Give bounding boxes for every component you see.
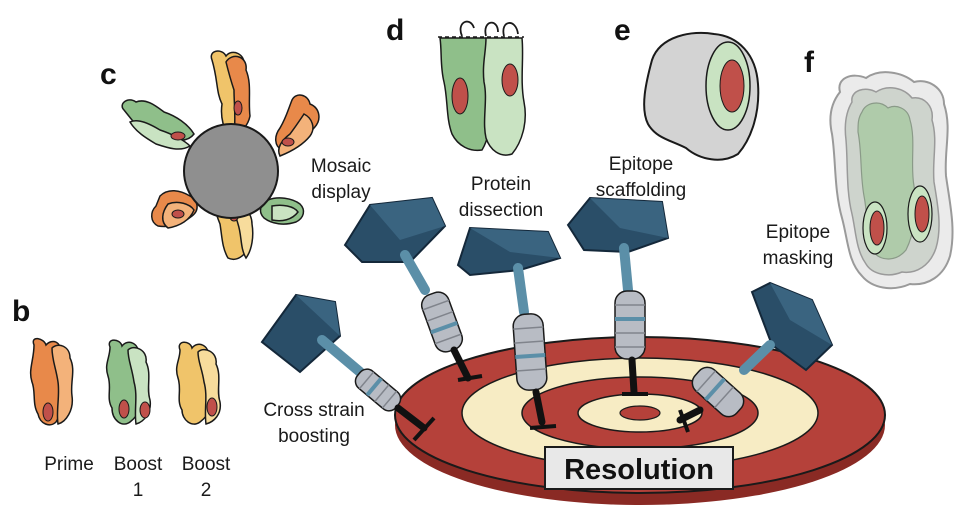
dart-flight-facet xyxy=(590,198,668,238)
dart-barrel xyxy=(691,366,745,418)
label-epitope-masking-1: Epitope xyxy=(766,222,830,243)
dart-tip xyxy=(394,404,428,432)
dart-flight-facet xyxy=(296,295,340,336)
label-dissection: dissection xyxy=(459,200,544,221)
dart-protein-dissection xyxy=(456,226,562,430)
dart-barrel xyxy=(512,313,548,391)
dart-epitope-masking xyxy=(676,281,834,433)
antigen-spike-top xyxy=(210,50,251,139)
label-cross-strain: Cross strain xyxy=(263,400,364,421)
dart-tip xyxy=(532,388,546,426)
panel-e: e Epitope scaffolding xyxy=(596,14,760,201)
dart-barrel xyxy=(420,291,464,353)
label-prime: Prime xyxy=(44,454,94,475)
panel-d: d Protein dissection xyxy=(386,14,543,221)
label-epitope-scaffolding-1: Epitope xyxy=(609,154,673,175)
dart-tip xyxy=(450,346,472,382)
label-boost-1-number: 1 xyxy=(133,480,144,501)
antigen-spike-lower-right xyxy=(259,197,305,225)
label-scaffolding: scaffolding xyxy=(596,180,687,201)
dart-tip-bar xyxy=(529,424,557,430)
panel-letter-f: f xyxy=(804,46,815,79)
epitope-d-right xyxy=(501,63,519,97)
panel-f: f Epitope masking xyxy=(763,46,954,290)
panel-b: b Prime Boost 1 Boost 2 xyxy=(12,295,231,501)
label-display: display xyxy=(311,182,371,203)
label-boost-1: Boost xyxy=(114,454,163,475)
panel-letter-c: c xyxy=(100,58,117,91)
epitope-d-left xyxy=(451,77,469,115)
epitope-e xyxy=(719,59,745,113)
label-masking: masking xyxy=(763,248,834,269)
dart-mosaic xyxy=(343,196,483,382)
label-protein: Protein xyxy=(471,174,531,195)
dartboard-bullseye xyxy=(619,405,661,421)
dart-tip-bar xyxy=(412,416,436,442)
antigen-boost-1 xyxy=(105,339,152,425)
dart-tip-bar xyxy=(678,409,690,433)
dart-flight-facet xyxy=(470,228,560,258)
label-boosting: boosting xyxy=(278,426,350,447)
dissected-protein-right xyxy=(482,37,526,156)
antigen-spike-upper-right xyxy=(275,94,320,157)
dart-shaft xyxy=(400,250,430,295)
dart-epitope-scaffolding xyxy=(566,196,670,396)
resolution-label: Resolution xyxy=(544,446,734,490)
antigen-spike-upper-left xyxy=(121,99,195,150)
dart-tip-bar xyxy=(457,374,483,382)
dart-flight-facet xyxy=(370,198,445,240)
dart-shaft xyxy=(619,243,633,295)
panel-letter-e: e xyxy=(614,14,631,47)
dart-flight-facet xyxy=(770,283,832,345)
panel-letter-b: b xyxy=(12,295,30,328)
label-mosaic: Mosaic xyxy=(311,156,371,177)
resolution-text: Resolution xyxy=(564,454,714,486)
dart-barrel xyxy=(614,290,646,360)
panel-letter-d: d xyxy=(386,14,404,47)
antigen-spike-lower-left xyxy=(151,190,198,229)
dart-cross-strain xyxy=(260,293,436,442)
antigen-boost-2 xyxy=(175,341,222,425)
dart-shaft xyxy=(513,263,529,317)
label-boost-2: Boost xyxy=(182,454,231,475)
dart-shaft xyxy=(739,340,775,375)
panel-c: c Mo xyxy=(100,50,371,260)
dart-tip xyxy=(628,356,638,396)
dissected-loops xyxy=(459,20,519,37)
nanoparticle-sphere xyxy=(183,123,279,219)
epitope-f-right xyxy=(914,195,930,233)
epitope-f-left xyxy=(869,210,885,246)
antigen-prime xyxy=(29,337,74,426)
label-boost-2-number: 2 xyxy=(201,480,212,501)
dart-shaft xyxy=(317,335,365,377)
